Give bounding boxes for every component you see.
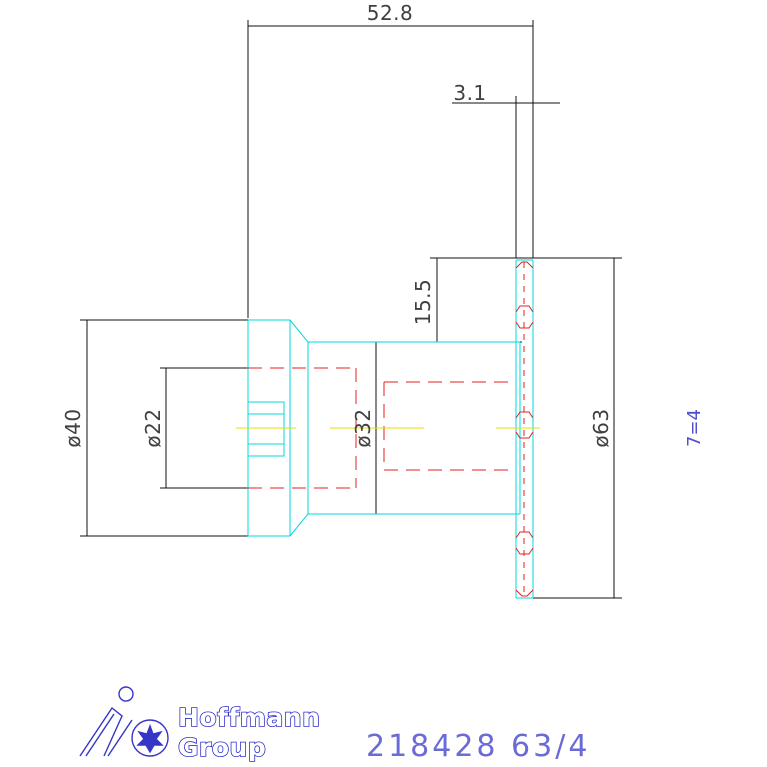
dim-overall-length: 52.8 <box>367 1 414 25</box>
brand-line2: Group <box>178 733 266 762</box>
dim-offset: 15.5 <box>411 279 435 326</box>
dim-flange-thickness: 3.1 <box>453 81 486 105</box>
dim-dia-63: ø63 <box>589 408 613 447</box>
dimension-lines <box>80 20 622 599</box>
brand-line1: Hoffmann <box>178 703 320 732</box>
dim-dia-32: ø32 <box>351 408 375 447</box>
dim-dia-40: ø40 <box>61 408 85 447</box>
dim-dia-22: ø22 <box>141 408 165 447</box>
hidden-lines <box>248 261 534 597</box>
part-number: 218428 63/4 <box>366 729 590 764</box>
part-outline <box>247 259 534 599</box>
hoffmann-logo-icon <box>79 686 169 757</box>
teeth-count-note: 7=4 <box>684 409 705 447</box>
